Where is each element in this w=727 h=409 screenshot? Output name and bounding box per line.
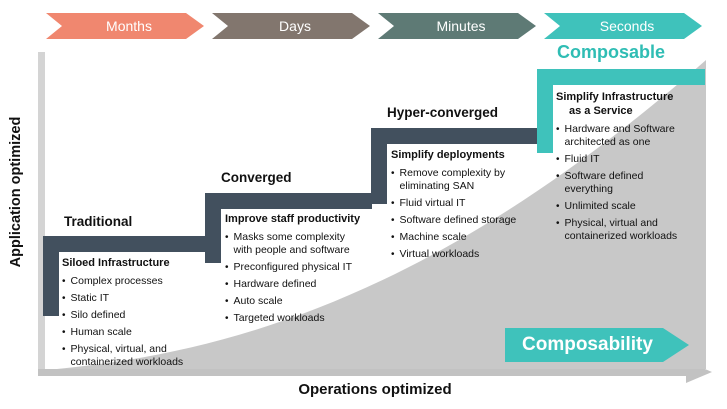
x-axis-label: Operations optimized: [298, 381, 452, 398]
bullet-text: Silo defined: [70, 309, 126, 321]
y-axis-label: Application optimized: [8, 116, 24, 268]
hyper-converged-step-bar-horizontal: [371, 128, 538, 144]
list-item: • Unlimited scale: [556, 200, 720, 213]
timeline-arrow-days: Days: [212, 13, 370, 39]
bullet-dot-icon: •: [62, 327, 66, 339]
traditional-step-bar-horizontal: [43, 236, 208, 252]
bullet-dot-icon: •: [556, 123, 560, 135]
list-item: • Software defined everything: [556, 170, 720, 196]
traditional-content: Siloed Infrastructure • Complex processes…: [62, 257, 220, 370]
bullet-text: Hardware defined: [233, 278, 317, 291]
bullet-dot-icon: •: [225, 279, 229, 291]
bullet-text: Hardware and Software architected as one: [564, 122, 675, 148]
composability-banner-label: Composability: [522, 334, 653, 355]
bullet-text: Targeted workloads: [233, 312, 325, 325]
list-item: • Auto scale: [225, 295, 380, 308]
stage-title-converged: Converged: [221, 170, 292, 185]
composable-step-bar-horizontal: [537, 69, 705, 85]
hyper-converged-content: Simplify deployments • Remove complexity …: [391, 149, 551, 262]
bullet-dot-icon: •: [225, 231, 229, 243]
list-item: • Fluid virtual IT: [391, 197, 551, 210]
converged-heading: Improve staff productivity: [225, 213, 361, 225]
list-item: • Targeted workloads: [225, 312, 380, 325]
bullet-text: Remove complexity by eliminating SAN: [399, 166, 506, 192]
bullet-text: Static IT: [70, 291, 110, 304]
bullet-text: Masks some complexity with people and so…: [233, 230, 350, 256]
list-item: • Complex processes: [62, 275, 220, 288]
list-item: • Machine scale: [391, 231, 551, 244]
composable-step-bar-vertical: [537, 69, 553, 153]
bullet-text: Complex processes: [70, 274, 163, 287]
y-axis-line: [38, 52, 45, 376]
bullet-text: Physical, virtual and containerized work…: [564, 217, 678, 243]
list-item: • Preconfigured physical IT: [225, 261, 380, 274]
timeline-arrow-seconds: Seconds: [544, 13, 702, 39]
converged-step-bar-vertical: [205, 193, 221, 263]
timeline-arrow-minutes: Minutes: [378, 13, 536, 39]
bullet-dot-icon: •: [556, 170, 560, 182]
bullet-dot-icon: •: [391, 232, 395, 244]
list-item: • Physical, virtual and containerized wor…: [556, 217, 720, 243]
bullet-dot-icon: •: [391, 167, 395, 179]
stage-title-traditional: Traditional: [64, 214, 133, 229]
bullet-dot-icon: •: [225, 262, 229, 273]
list-item: • Hardware defined: [225, 278, 380, 291]
timeline-arrow-days-label: Days: [279, 18, 311, 34]
bullet-dot-icon: •: [391, 198, 395, 209]
bullet-dot-icon: •: [556, 153, 560, 165]
bullet-dot-icon: •: [225, 313, 229, 325]
list-item: • Software defined storage: [391, 214, 551, 227]
bullet-dot-icon: •: [556, 201, 560, 213]
composable-content: Simplify Infrastructure as a Service • Ha…: [556, 91, 720, 244]
bullet-dot-icon: •: [391, 215, 395, 227]
list-item: • Human scale: [62, 326, 220, 339]
timeline-arrow-months: Months: [46, 13, 204, 39]
bullet-text: Machine scale: [399, 231, 467, 244]
bullet-dot-icon: •: [62, 292, 66, 304]
bullet-text: Auto scale: [233, 295, 283, 308]
bullet-text: Human scale: [70, 326, 132, 339]
hyper-converged-heading: Simplify deployments: [391, 149, 505, 161]
bullet-text: Preconfigured physical IT: [233, 261, 352, 273]
bullet-dot-icon: •: [62, 275, 66, 287]
timeline-arrow-seconds-label: Seconds: [599, 18, 655, 34]
bullet-dot-icon: •: [391, 249, 395, 261]
traditional-step-bar-vertical: [43, 236, 59, 316]
list-item: • Remove complexity by eliminating SAN: [391, 167, 551, 193]
bullet-text: Unlimited scale: [564, 200, 636, 213]
list-item: • Masks some complexity with people and s…: [225, 231, 380, 257]
list-item: • Silo defined: [62, 309, 220, 322]
timeline-arrow-minutes-label: Minutes: [436, 18, 486, 34]
bullet-text: Physical, virtual, and containerized wor…: [70, 343, 184, 369]
stage-title-hyper-converged: Hyper-converged: [387, 105, 499, 120]
list-item: • Physical, virtual, and containerized wo…: [62, 343, 220, 369]
composable-heading: Simplify Infrastructure as a Service: [556, 91, 674, 117]
composability-banner-arrow: Composability: [505, 328, 689, 362]
hyper-converged-step-bar-vertical: [371, 128, 387, 204]
bullet-text: Virtual workloads: [399, 248, 480, 261]
bullet-text: Software defined everything: [564, 169, 644, 195]
list-item: • Hardware and Software architected as on…: [556, 123, 720, 149]
converged-content: Improve staff productivity • Masks some c…: [225, 213, 380, 326]
x-axis-line: [38, 369, 688, 376]
bullet-text: Fluid virtual IT: [399, 197, 466, 209]
timeline-arrow-months-label: Months: [106, 18, 152, 34]
list-item: • Fluid IT: [556, 153, 720, 166]
bullet-dot-icon: •: [556, 218, 560, 230]
bullet-dot-icon: •: [62, 344, 66, 356]
converged-step-bar-horizontal: [205, 193, 372, 209]
bullet-dot-icon: •: [225, 296, 229, 308]
list-item: • Virtual workloads: [391, 248, 551, 261]
traditional-heading: Siloed Infrastructure: [62, 257, 170, 269]
bullet-text: Software defined storage: [399, 214, 517, 227]
stage-title-composable: Composable: [557, 42, 666, 62]
bullet-text: Fluid IT: [564, 152, 600, 165]
bullet-dot-icon: •: [62, 310, 66, 321]
list-item: • Static IT: [62, 292, 220, 305]
